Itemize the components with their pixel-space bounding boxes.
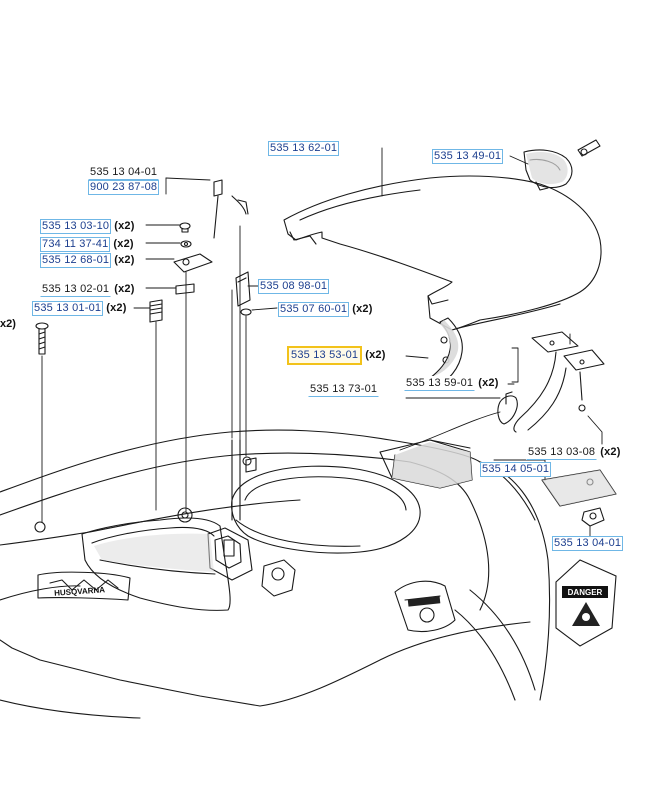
part-number: 535 13 59-01: [404, 376, 476, 391]
part-number: 535 13 62-01: [268, 141, 340, 156]
quantity: (x2): [478, 377, 499, 389]
part-number: 535 07 60-01: [278, 302, 350, 317]
callout-535-13-04-01-bottom[interactable]: 535 13 04-01: [552, 536, 624, 551]
danger-decal: DANGER: [555, 559, 617, 647]
callout-535-14-05-01[interactable]: 535 14 05-01: [480, 462, 552, 477]
body-danger-label: HUSQVARNA: [54, 585, 441, 607]
part-number: 535 13 01-01: [32, 301, 104, 316]
top-cover-lid: [283, 175, 602, 331]
callout-535-13-49-01[interactable]: 535 13 49-01: [432, 149, 504, 164]
quantity: (x2): [113, 238, 134, 250]
fastener-stack: [35, 222, 213, 355]
quantity: (x2): [365, 349, 386, 361]
part-number: 535 13 53-01: [287, 346, 363, 365]
callout-535-13-01-01[interactable]: 535 13 01-01(x2): [32, 301, 127, 316]
left-quantity-fragment: x2): [0, 318, 16, 330]
quantity: (x2): [114, 254, 135, 266]
callout-535-13-03-10[interactable]: 535 13 03-10(x2): [40, 219, 135, 234]
callout-535-13-53-01[interactable]: 535 13 53-01(x2): [287, 346, 386, 365]
part-number: 535 14 05-01: [480, 462, 552, 477]
callout-535-13-04-01-top[interactable]: 535 13 04-01: [88, 165, 160, 180]
part-number: 535 13 02-01: [40, 282, 112, 297]
part-number: 535 13 03-08: [526, 445, 598, 460]
callout-535-13-02-01[interactable]: 535 13 02-01(x2): [40, 282, 135, 297]
callout-535-13-73-01[interactable]: 535 13 73-01: [308, 382, 380, 397]
quantity: (x2): [600, 446, 621, 458]
part-number: 535 13 03-10: [40, 219, 112, 234]
quantity: (x2): [106, 302, 127, 314]
part-number: 535 13 49-01: [432, 149, 504, 164]
cable-tie: [213, 179, 252, 316]
part-number: 535 08 98-01: [258, 279, 330, 294]
part-number: 535 13 04-01: [88, 165, 160, 180]
callout-535-13-03-08[interactable]: 535 13 03-08(x2): [526, 445, 621, 460]
callout-900-23-87-08[interactable]: 900 23 87-08: [88, 180, 160, 195]
callout-535-07-60-01[interactable]: 535 07 60-01(x2): [278, 302, 373, 317]
quantity: (x2): [114, 220, 135, 232]
part-number: 734 11 37-41: [40, 237, 111, 252]
shaded-surfaces: [94, 152, 616, 572]
callout-535-13-59-01[interactable]: 535 13 59-01(x2): [404, 376, 499, 391]
danger-decal-text: DANGER: [568, 588, 603, 597]
part-number: 535 13 73-01: [308, 382, 380, 397]
rear-bracket-assembly: [497, 331, 605, 433]
part-number: 535 12 68-01: [40, 253, 112, 268]
callout-535-08-98-01[interactable]: 535 08 98-01: [258, 279, 330, 294]
callout-734-11-37-41[interactable]: 734 11 37-41(x2): [40, 237, 134, 252]
part-number: 900 23 87-08: [88, 180, 160, 195]
body-label-text: HUSQVARNA: [54, 585, 106, 598]
quantity: (x2): [352, 303, 373, 315]
callout-535-13-62-01[interactable]: 535 13 62-01: [268, 141, 340, 156]
leader-lines: [41, 147, 603, 537]
callout-535-12-68-01[interactable]: 535 12 68-01(x2): [40, 253, 135, 268]
part-number: 535 13 04-01: [552, 536, 624, 551]
quantity: (x2): [114, 283, 135, 295]
